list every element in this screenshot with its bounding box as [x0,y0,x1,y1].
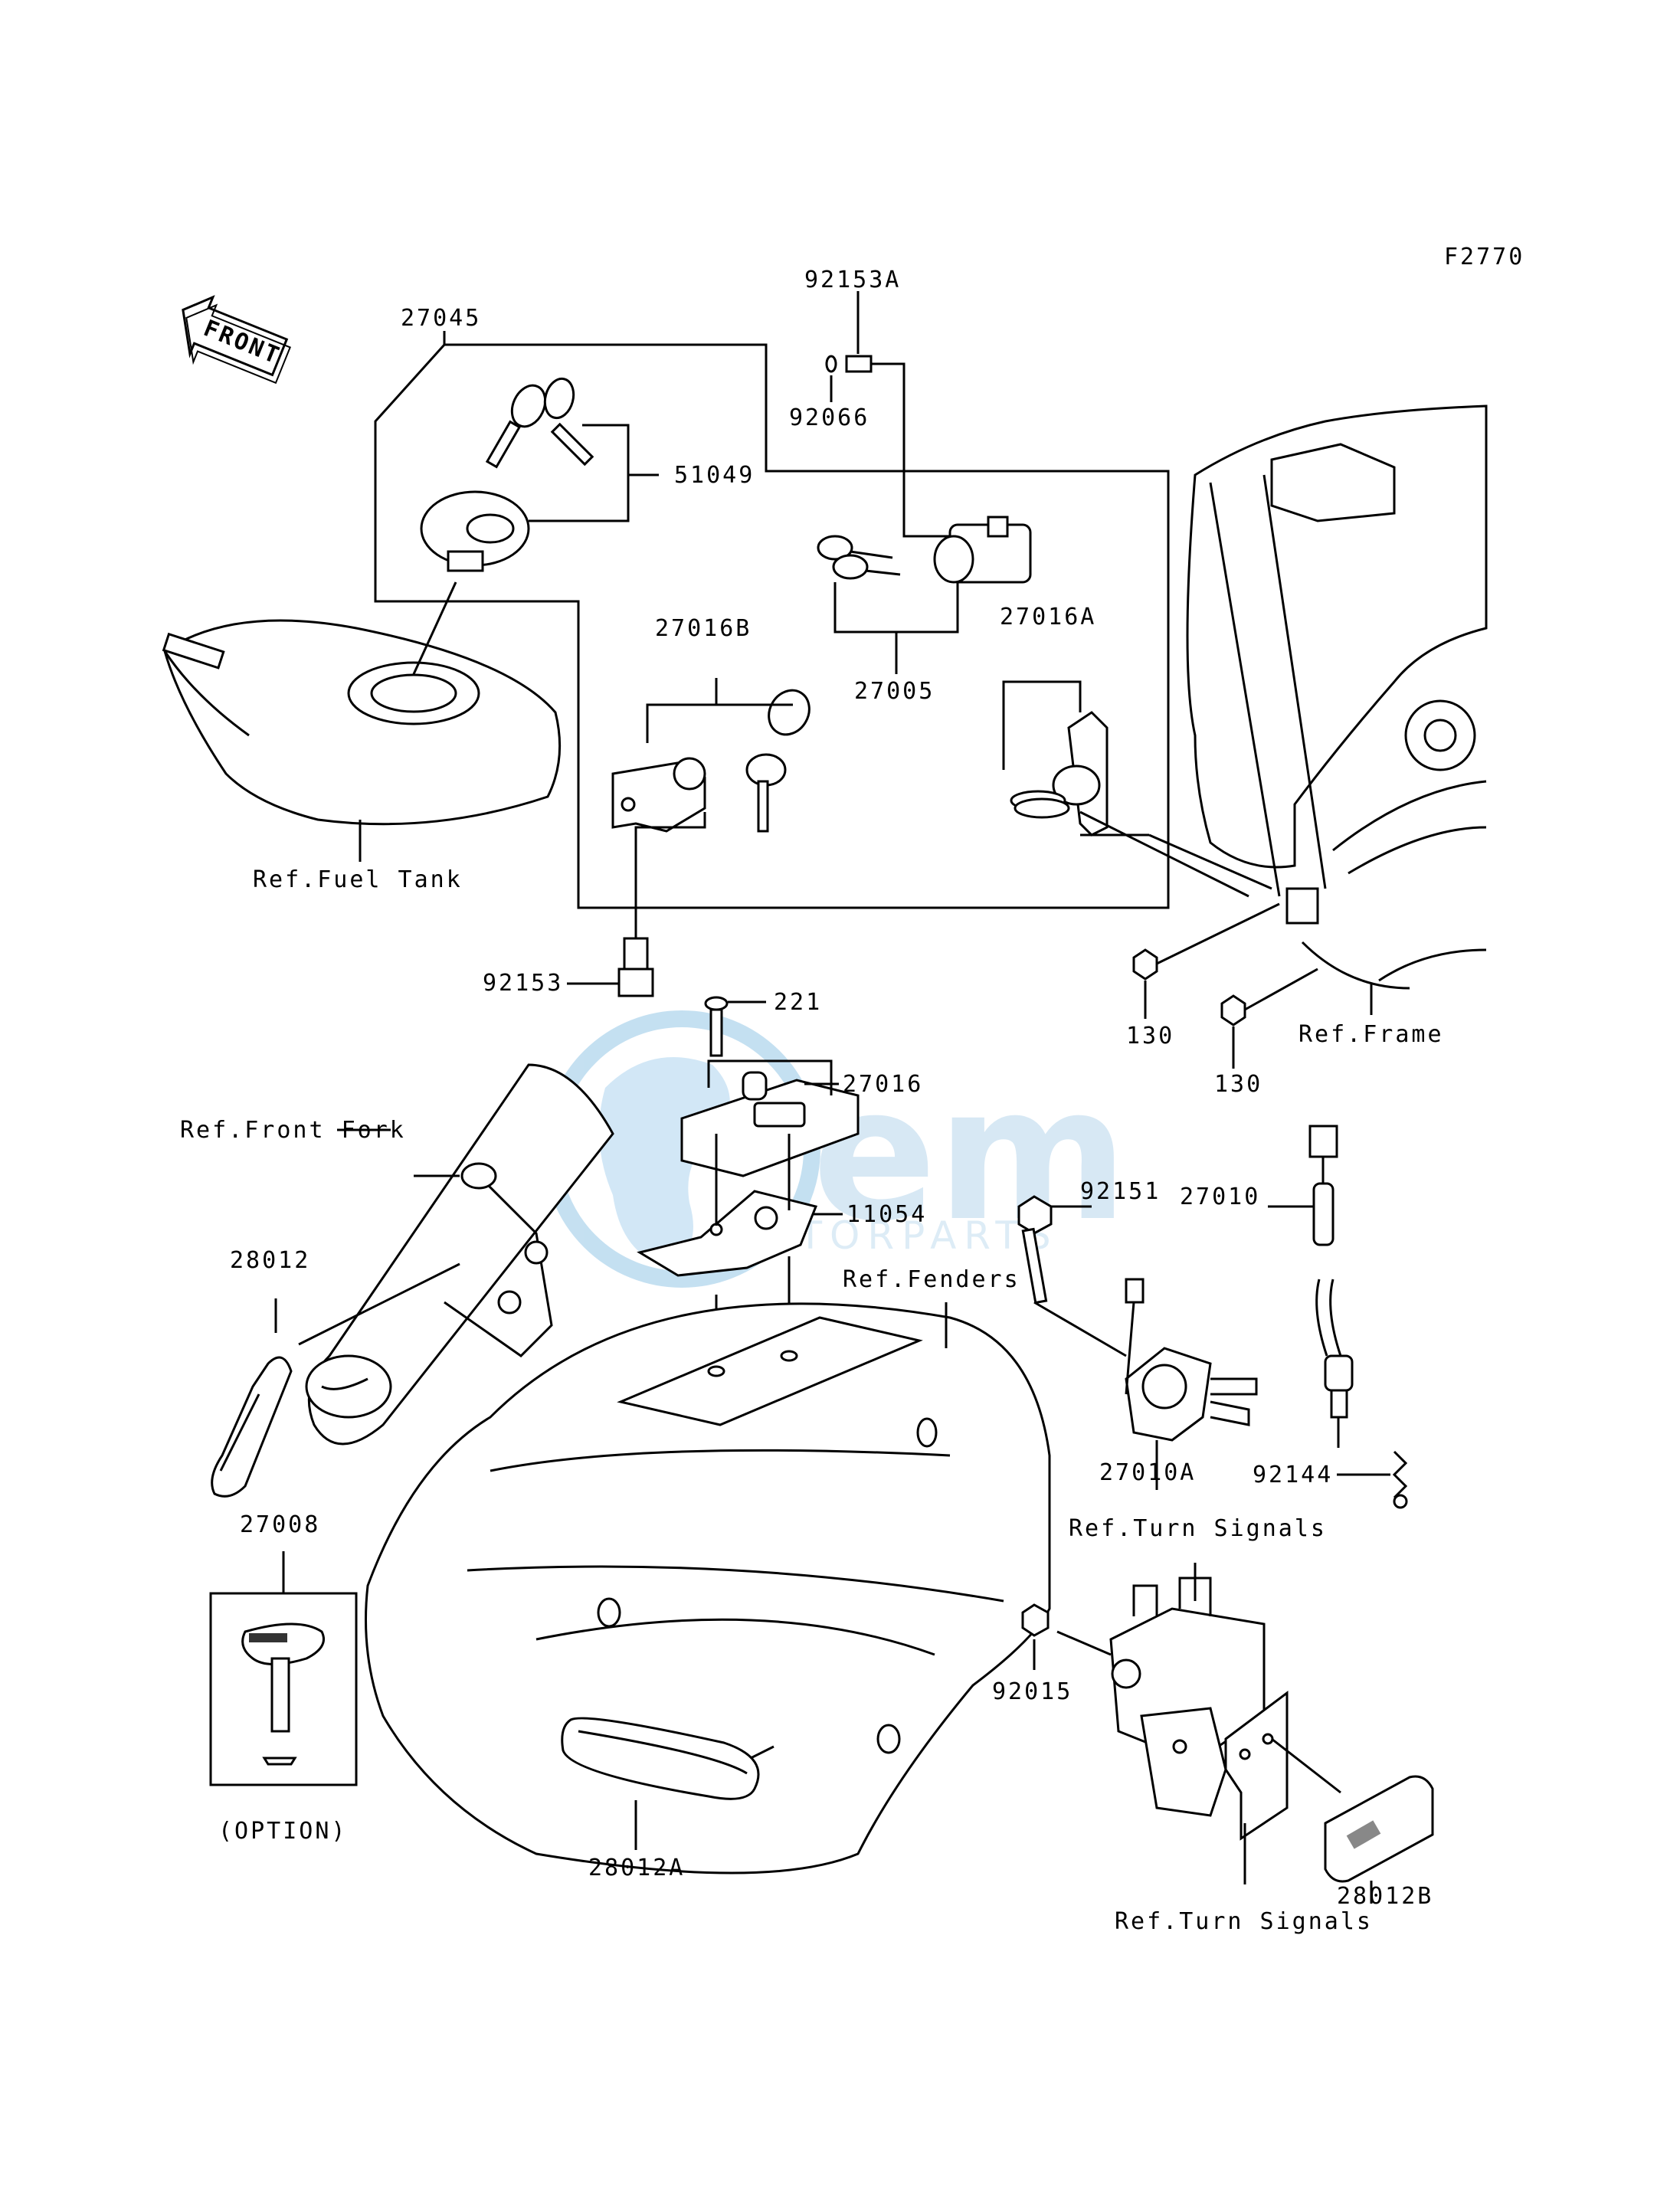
label-ref-front-fork: Ref.Front Fork [180,1117,406,1144]
label-ref-turn-signals-top: Ref.Turn Signals [1069,1515,1327,1542]
label-92015: 92015 [992,1678,1073,1705]
assembly-outline [374,343,1170,909]
frame [1186,404,1488,990]
reflector-28012A [561,1717,760,1850]
label-28012: 28012 [230,1247,310,1274]
label-27016B: 27016B [655,615,752,642]
option-key-box [209,1551,358,1786]
label-11054: 11054 [847,1201,927,1228]
bolt-130-b-icon [1220,968,1318,1069]
nut-92015-icon [1021,1603,1050,1670]
label-27016: 27016 [843,1071,923,1098]
label-28012B: 28012B [1337,1883,1433,1910]
label-28012A: 28012A [588,1855,685,1881]
label-130-b: 130 [1214,1071,1262,1098]
bolt-130-a-icon [1132,902,1280,1019]
watermark: em MOTORPARTS [543,1010,1128,1288]
label-ref-fenders: Ref.Fenders [843,1266,1020,1293]
seat-lock-27016B [611,678,811,938]
label-92151: 92151 [1080,1178,1161,1205]
front-arrow-icon: FRONT [182,295,291,385]
key-set-51049-icon [485,377,659,522]
figure-code: F2770 [1444,244,1524,270]
fuel-cap [412,490,530,675]
turn-signal-bracket [1056,1563,1266,1817]
reflector-28012 [211,1262,460,1498]
spring-92144-icon [1337,1450,1408,1509]
helmet-lock-27016A [1002,680,1272,898]
label-27008: 27008 [240,1511,320,1538]
watermark-main: em [812,1047,1128,1262]
reflector-28012B [1324,1775,1434,1904]
label-27010: 27010 [1180,1184,1260,1210]
label-27045: 27045 [401,305,481,332]
switch-27010A [1125,1278,1258,1490]
ignition-switch-27005 [817,516,1032,674]
label-option: (OPTION) [218,1818,348,1845]
rear-fender [365,1302,1051,1874]
bolt-92151-icon [1017,1195,1127,1357]
lock-base-27016 [680,1059,860,1177]
label-130-a: 130 [1126,1023,1174,1049]
label-92153: 92153 [483,970,563,997]
label-51049: 51049 [674,462,755,489]
label-92144: 92144 [1253,1462,1333,1488]
screw-221-icon [704,996,766,1057]
screw-92153A-icon [825,291,950,538]
label-92066: 92066 [789,404,869,431]
label-92153A: 92153A [804,267,901,293]
label-27005: 27005 [854,678,935,705]
label-ref-frame: Ref.Frame [1298,1021,1444,1048]
label-27010A: 27010A [1099,1459,1196,1486]
front-fork [305,1063,614,1446]
switch-27010 [1268,1125,1354,1448]
fuel-tank [162,619,562,862]
plate-bracket [1224,1691,1341,1884]
label-ref-fuel-tank: Ref.Fuel Tank [253,866,463,893]
label-221: 221 [774,989,822,1016]
bolt-92153-icon [567,937,654,997]
label-27016A: 27016A [1000,604,1096,630]
label-ref-turn-signals-bottom: Ref.Turn Signals [1115,1908,1373,1935]
